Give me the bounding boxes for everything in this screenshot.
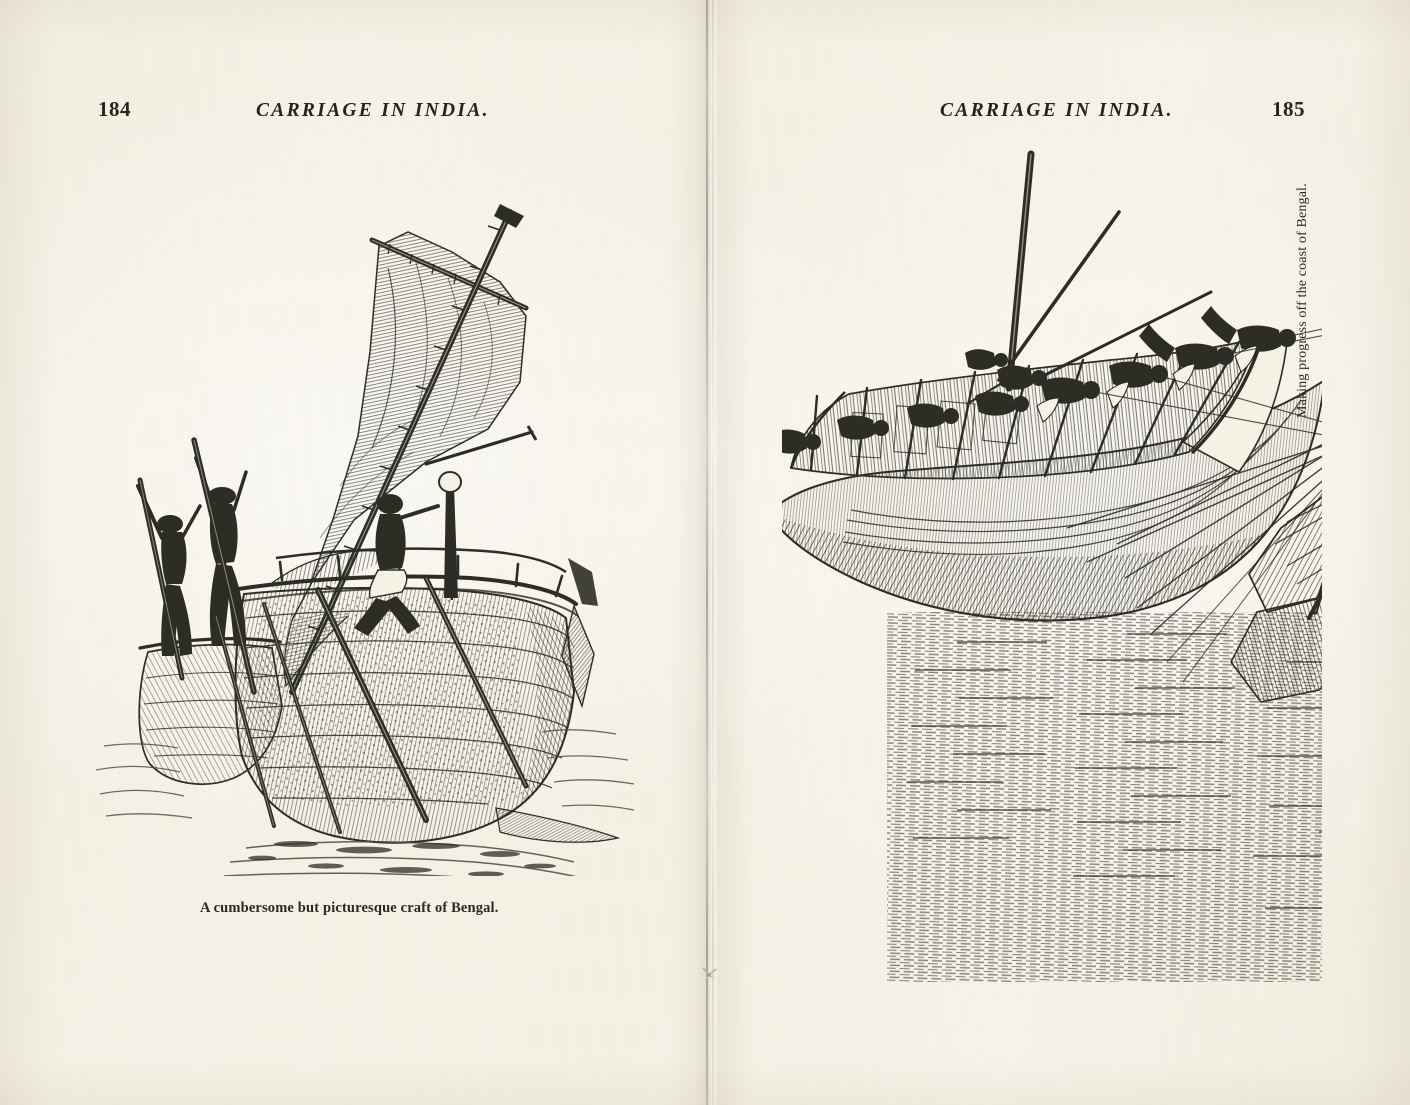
illustration-bengal-craft — [96, 186, 636, 876]
gutter-line-right — [712, 0, 714, 1105]
illustration-bengal-coast-vessel — [782, 142, 1322, 992]
caption-left: A cumbersome but picturesque craft of Be… — [200, 900, 499, 916]
running-head-left: CARRIAGE IN INDIA. — [256, 100, 490, 121]
caption-right: Making progress off the coast of Bengal. — [1295, 183, 1310, 418]
running-head-right: CARRIAGE IN INDIA. — [940, 100, 1174, 121]
page-number-right: 185 — [1272, 97, 1305, 121]
gutter-line-left — [706, 0, 708, 1105]
center-gutter — [668, 0, 752, 1105]
binding-staple — [700, 966, 719, 982]
page-number-left: 184 — [98, 97, 131, 121]
